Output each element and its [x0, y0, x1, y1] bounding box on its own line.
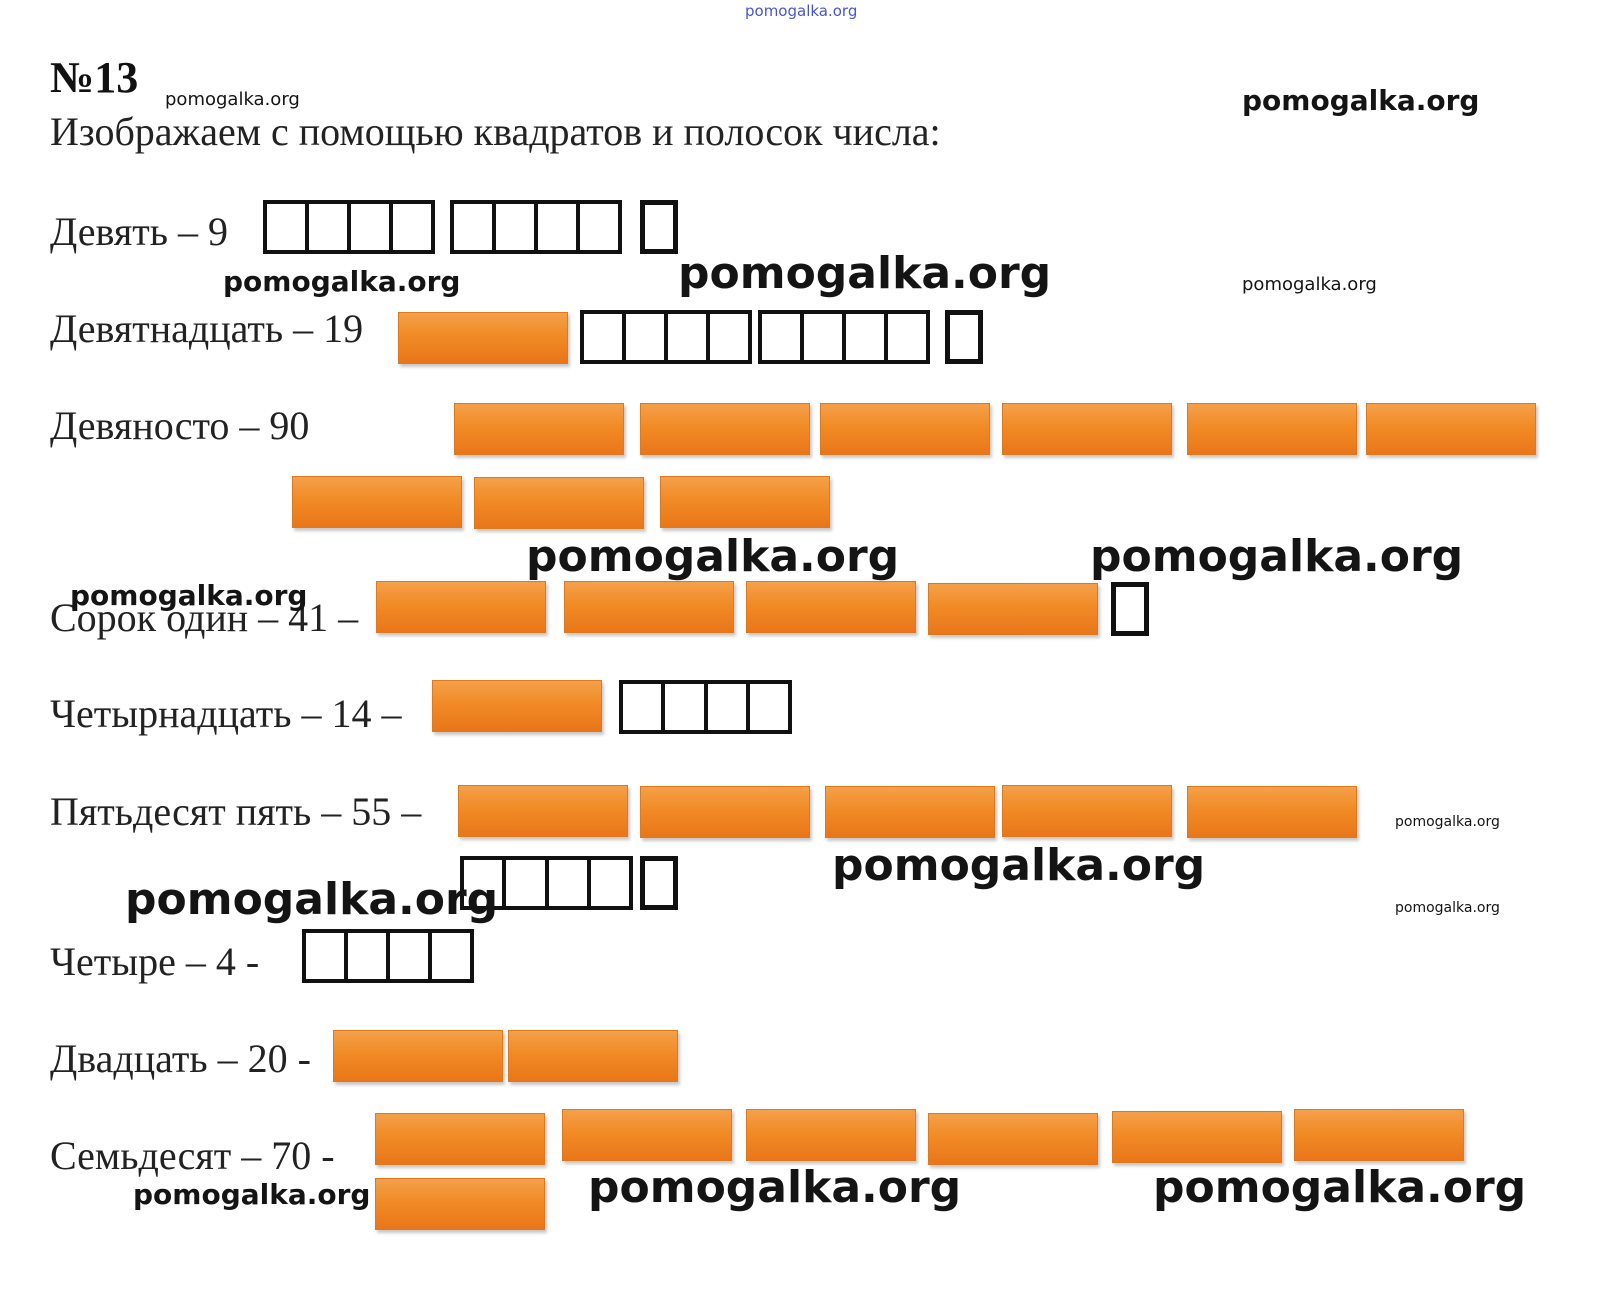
watermark: pomogalka.org: [223, 265, 461, 298]
row-label-70: Семьдесят – 70 -: [50, 1133, 335, 1178]
tens-bar: [398, 312, 568, 364]
tens-bar: [432, 680, 602, 732]
ones-group-4: [450, 200, 622, 254]
ones-square: [1111, 582, 1149, 636]
tens-bar: [1187, 786, 1357, 838]
tens-bar: [508, 1030, 678, 1082]
watermark: pomogalka.org: [165, 89, 300, 110]
watermark: pomogalka.org: [1090, 531, 1464, 582]
watermark: pomogalka.org: [526, 531, 900, 582]
instruction-text: Изображаем с помощью квадратов и полосок…: [50, 109, 941, 154]
ones-group-4: [758, 310, 930, 364]
tens-bar: [928, 1113, 1098, 1165]
tens-bar: [1187, 403, 1357, 455]
ones-group-4: [619, 680, 792, 734]
tens-bar: [454, 403, 624, 455]
tens-bar: [640, 786, 810, 838]
tens-bar: [928, 583, 1098, 635]
watermark: pomogalka.org: [1153, 1162, 1527, 1213]
tens-bar: [564, 581, 734, 633]
ones-square: [640, 856, 678, 910]
watermark: pomogalka.org: [1242, 84, 1480, 117]
ones-group-4: [460, 856, 633, 910]
tens-bar: [746, 1109, 916, 1161]
watermark: pomogalka.org: [1395, 814, 1500, 830]
watermark: pomogalka.org: [125, 874, 499, 925]
watermark: pomogalka.org: [678, 248, 1052, 299]
exercise-number: №13: [50, 53, 139, 102]
ones-group-4: [263, 200, 435, 254]
tens-bar: [292, 476, 462, 528]
tens-bar: [1112, 1111, 1282, 1163]
row-label-9: Девять – 9: [50, 209, 229, 254]
top-watermark: pomogalka.org: [745, 2, 858, 20]
tens-bar: [376, 581, 546, 633]
tens-bar: [820, 403, 990, 455]
watermark: pomogalka.org: [133, 1178, 371, 1211]
ones-square: [640, 200, 678, 254]
tens-bar: [474, 477, 644, 529]
watermark: pomogalka.org: [832, 840, 1206, 891]
tens-bar: [375, 1113, 545, 1165]
tens-bar: [333, 1030, 503, 1082]
tens-bar: [746, 581, 916, 633]
tens-bar: [562, 1109, 732, 1161]
row-label-14: Четырнадцать – 14 –: [50, 691, 402, 736]
watermark: pomogalka.org: [1242, 274, 1377, 295]
watermark: pomogalka.org: [588, 1162, 962, 1213]
tens-bar: [660, 476, 830, 528]
row-label-41: Сорок один – 41 –: [50, 595, 359, 640]
watermark: pomogalka.org: [1395, 900, 1500, 916]
ones-group-4: [580, 310, 752, 364]
tens-bar: [458, 785, 628, 837]
tens-bar: [375, 1178, 545, 1230]
watermark: pomogalka.org: [70, 579, 308, 612]
row-label-19: Девятнадцать – 19: [50, 306, 364, 351]
tens-bar: [1002, 785, 1172, 837]
tens-bar: [1002, 403, 1172, 455]
row-label-20: Двадцать – 20 -: [50, 1036, 311, 1081]
ones-group-4: [302, 929, 474, 983]
row-label-90: Девяносто – 90: [50, 403, 310, 448]
tens-bar: [640, 403, 810, 455]
tens-bar: [1294, 1109, 1464, 1161]
ones-square: [945, 310, 983, 364]
tens-bar: [1366, 403, 1536, 455]
row-label-4: Четыре – 4 -: [50, 939, 260, 984]
tens-bar: [825, 786, 995, 838]
row-label-55: Пятьдесят пять – 55 –: [50, 789, 422, 834]
